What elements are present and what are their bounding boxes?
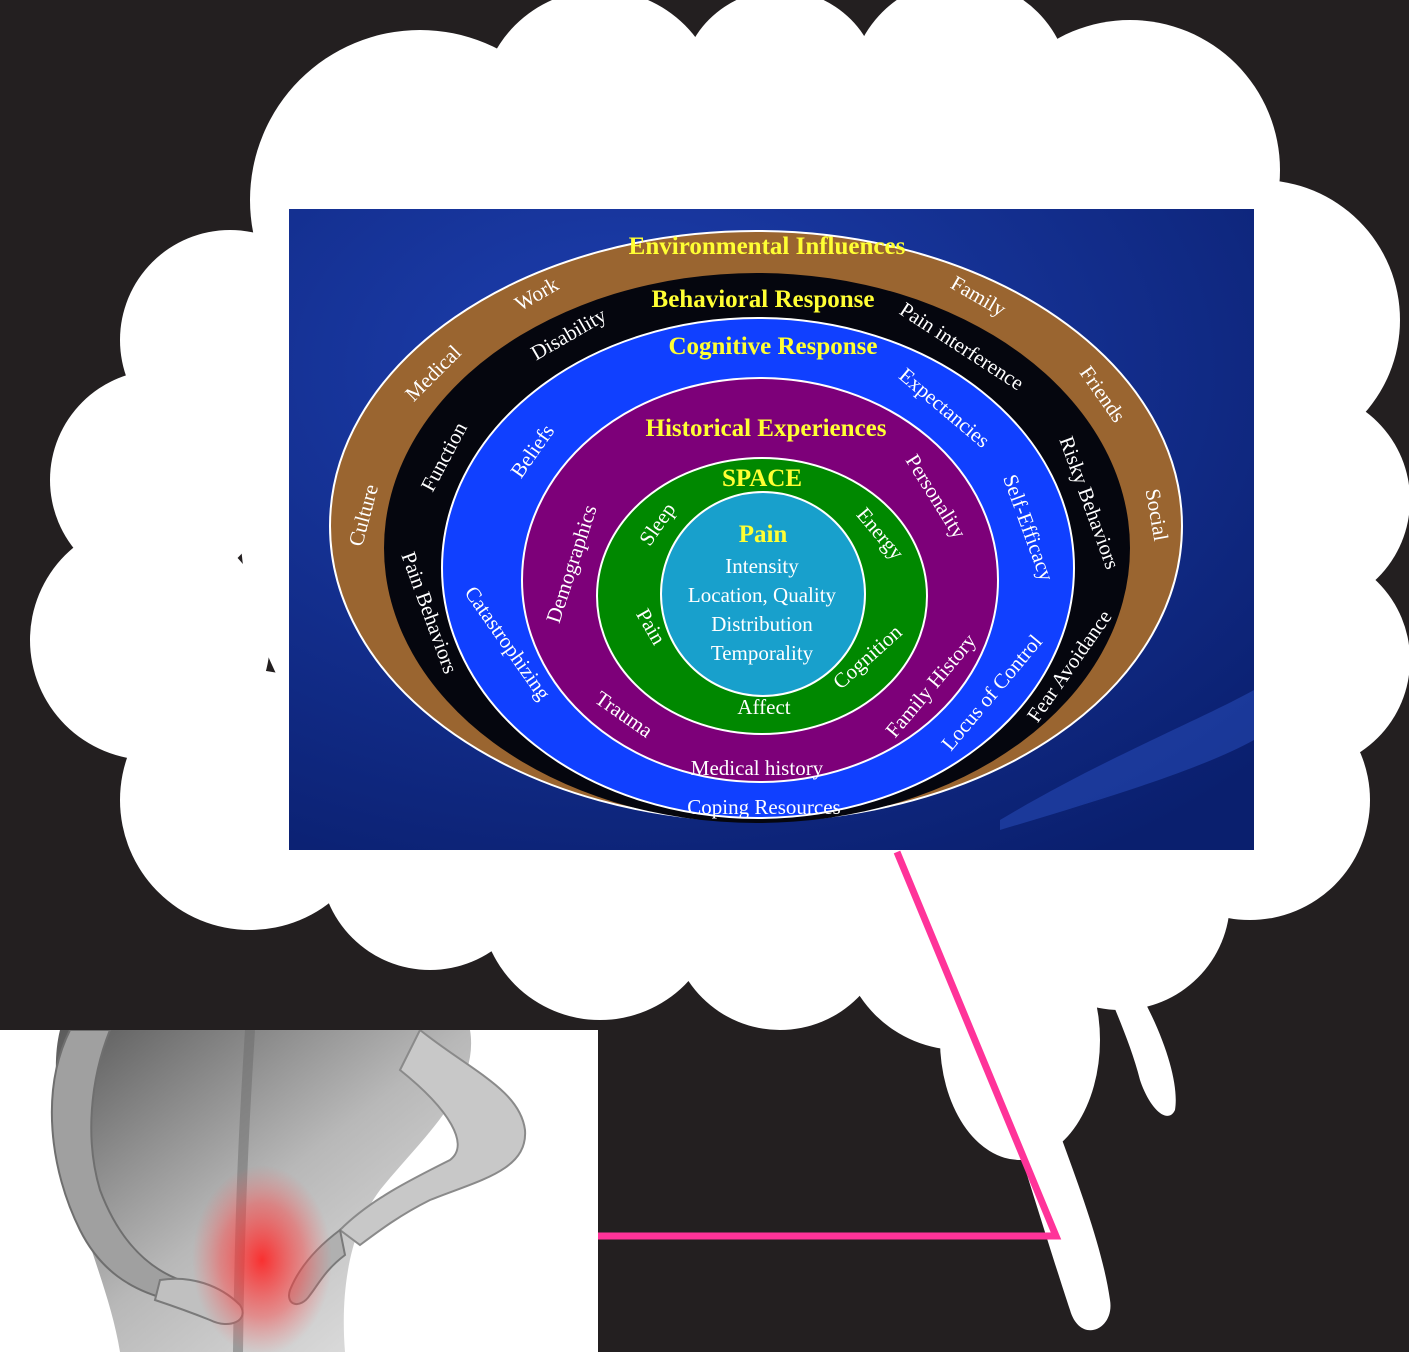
back-pain-illustration [0, 1030, 598, 1352]
title-center-pain: Pain [739, 521, 788, 548]
diagram-panel: Environmental Influences Behavioral Resp… [289, 209, 1254, 850]
item-affect: Affect [737, 695, 790, 719]
center-line-temporality: Temporality [711, 641, 814, 665]
title-environmental: Environmental Influences [629, 233, 906, 260]
item-coping-resources: Coping Resources [687, 795, 840, 819]
center-line-distribution: Distribution [711, 612, 813, 636]
item-medical-history: Medical history [691, 756, 824, 780]
center-line-intensity: Intensity [725, 554, 799, 578]
title-cognitive: Cognitive Response [668, 333, 877, 360]
back-pain-photo [0, 1030, 598, 1352]
center-line-location: Location, Quality [688, 583, 837, 607]
title-space: SPACE [722, 465, 802, 492]
title-behavioral: Behavioral Response [652, 286, 875, 313]
title-historical: Historical Experiences [646, 415, 887, 442]
pain-glow [192, 1165, 332, 1352]
